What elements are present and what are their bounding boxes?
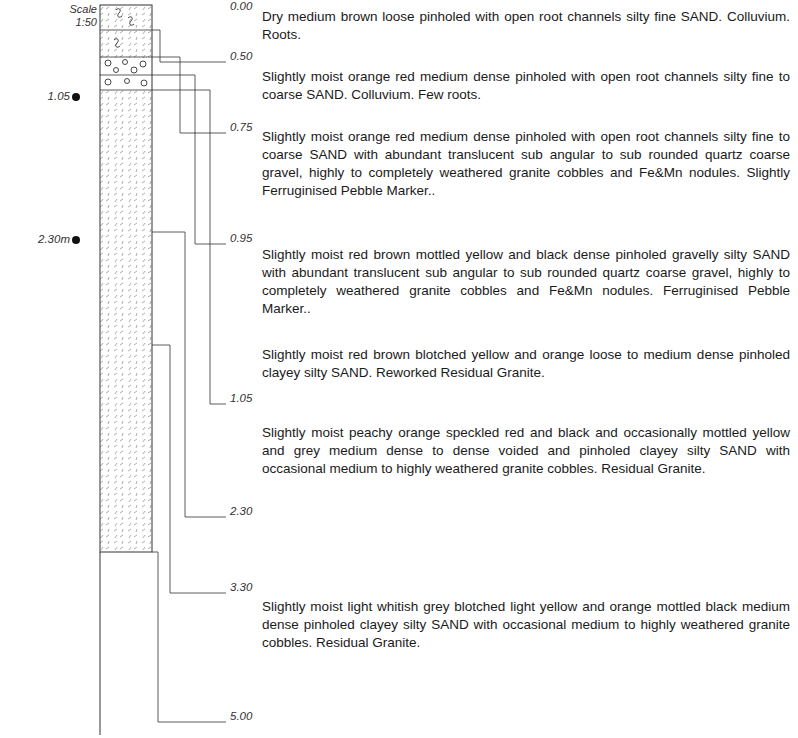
scale-label: Scale xyxy=(69,3,97,15)
sample-depth: 1.05 xyxy=(48,90,70,102)
layer-description: Slightly moist orange red medium dense p… xyxy=(262,128,790,200)
pebble-symbols xyxy=(105,60,147,87)
depth-label: 0.00 xyxy=(229,0,253,12)
sample-depth: 2.30m xyxy=(38,233,70,245)
layer-description: Slightly moist red brown mottled yellow … xyxy=(262,246,790,318)
depth-label: 0.75 xyxy=(229,121,253,133)
layer-description: Slightly moist red brown blotched yellow… xyxy=(262,346,790,382)
soil-strip xyxy=(100,5,152,735)
scale-ratio: 1:50 xyxy=(76,16,97,28)
layer-description: Slightly moist orange red medium dense p… xyxy=(262,68,790,104)
depth-label: 0.50 xyxy=(229,50,253,62)
depth-label: 0.95 xyxy=(229,232,253,244)
depth-leaders xyxy=(152,30,226,722)
layer-description: Dry medium brown loose pinholed with ope… xyxy=(262,8,790,44)
root-symbols xyxy=(114,9,134,47)
depth-label: 2.30 xyxy=(229,505,253,517)
layer-description: Slightly moist light whitish grey blotch… xyxy=(262,598,790,652)
depth-label: 3.30 xyxy=(229,581,253,593)
depth-label: 1.05 xyxy=(229,392,253,404)
layer-description: Slightly moist peachy orange speckled re… xyxy=(262,424,790,478)
depth-label: 5.00 xyxy=(229,710,253,722)
sample-dot xyxy=(72,236,80,244)
sample-dot xyxy=(72,93,80,101)
